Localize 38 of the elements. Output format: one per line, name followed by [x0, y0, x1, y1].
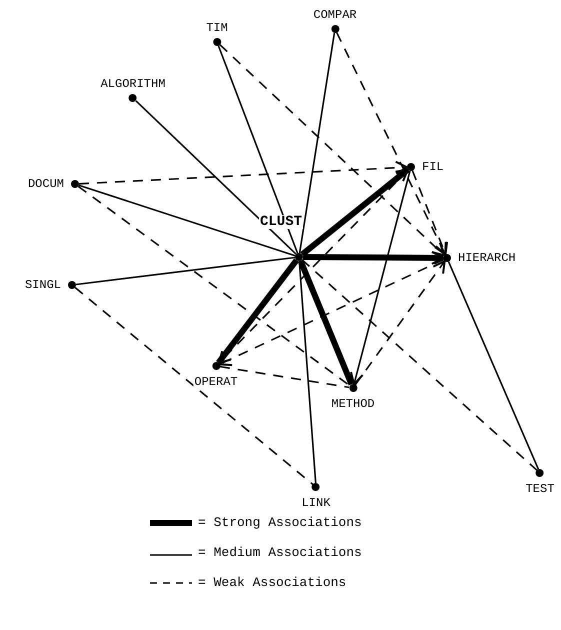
connector-line	[298, 260, 354, 386]
dashed-line	[220, 366, 350, 388]
dashed-line	[354, 260, 446, 386]
dashed-line	[219, 44, 446, 256]
node-label: TIM	[205, 22, 229, 34]
connector-line	[78, 184, 296, 257]
node-label: ALGORITHM	[100, 78, 166, 90]
node-label: OPERAT	[193, 376, 239, 388]
dashed-line	[336, 32, 447, 256]
connector-line	[216, 258, 299, 365]
node-label: FIL	[421, 161, 445, 173]
connector-line	[302, 250, 444, 265]
node-label: HIERARCH	[457, 252, 517, 264]
legend-text: = Weak Associations	[198, 574, 346, 592]
node-label: TEST	[524, 483, 556, 495]
dashed-line	[301, 259, 538, 471]
connector-line	[76, 256, 296, 286]
connector-line	[448, 261, 540, 470]
dashed-line	[78, 160, 408, 185]
connector-line	[298, 260, 316, 484]
dashed-line	[218, 258, 444, 366]
legend-text: = Medium Associations	[198, 544, 362, 562]
node-label: METHOD	[330, 398, 376, 410]
node-label: COMPAR	[312, 9, 358, 21]
connector-line	[298, 32, 336, 254]
dashed-line	[218, 169, 409, 364]
dashed-line	[74, 286, 314, 486]
dashed-line	[412, 170, 448, 256]
connector-line	[350, 170, 411, 386]
connector-line	[300, 167, 410, 257]
dashed-line	[78, 186, 350, 386]
node-label: DOCUM	[26, 178, 65, 190]
node-label: CLUST	[258, 215, 303, 229]
connector-line	[135, 100, 297, 255]
node-label: LINK	[300, 497, 332, 509]
connector-line	[218, 45, 298, 254]
node-label: SINGL	[24, 279, 62, 291]
legend-text: = Strong Associations	[198, 514, 362, 532]
